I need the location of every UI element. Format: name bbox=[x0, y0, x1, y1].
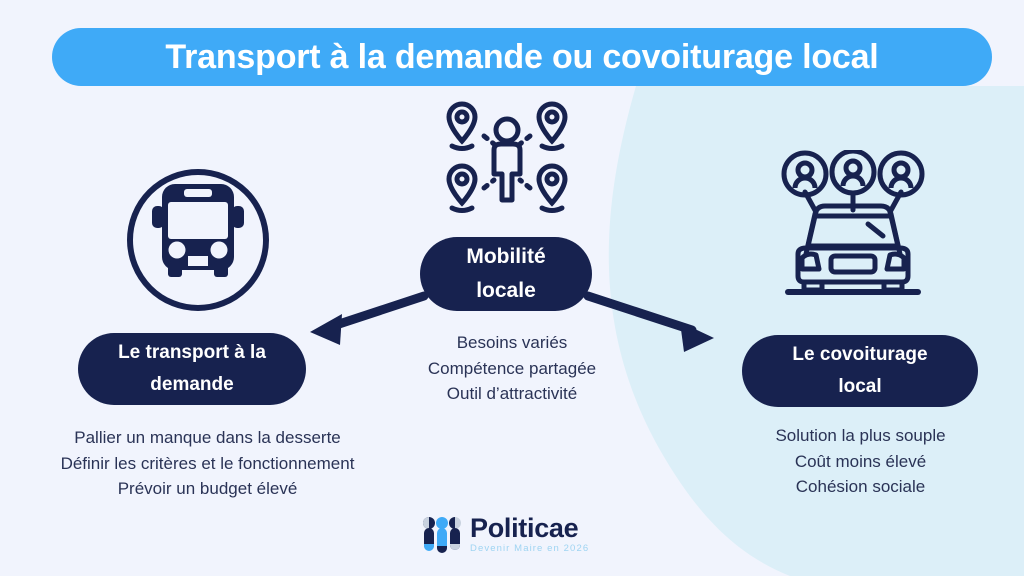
politicae-logo[interactable]: Politicae Devenir Maire en 2026 bbox=[420, 510, 610, 560]
left-pill-line1: Le transport à la bbox=[118, 342, 266, 363]
left-concept-pill[interactable]: Le transport à la demande bbox=[78, 333, 306, 405]
center-pill-label: Mobilité locale bbox=[454, 240, 557, 308]
logo-text-block: Politicae Devenir Maire en 2026 bbox=[470, 515, 589, 555]
list-item: Besoins variés bbox=[456, 333, 568, 352]
list-item: Outil d’attractivité bbox=[446, 384, 578, 403]
right-pill-line2: local bbox=[838, 376, 882, 397]
mobility-network-icon bbox=[432, 96, 582, 226]
list-item: Prévoir un budget élevé bbox=[117, 479, 298, 498]
right-pill-line1: Le covoiturage bbox=[792, 344, 928, 365]
left-pill-line2: demande bbox=[150, 374, 234, 395]
center-bullet-list: Besoins variés Compétence partagée Outil… bbox=[392, 330, 632, 407]
bus-circle-icon bbox=[118, 160, 278, 320]
right-bullet-list: Solution la plus souple Coût moins élevé… bbox=[718, 423, 1003, 500]
logo-name: Politicae bbox=[470, 513, 579, 543]
list-item: Solution la plus souple bbox=[775, 426, 946, 445]
left-pill-label: Le transport à la demande bbox=[106, 337, 278, 401]
center-pill-line2: locale bbox=[476, 279, 536, 302]
list-item: Pallier un manque dans la desserte bbox=[74, 428, 341, 447]
logo-people-icon bbox=[423, 517, 461, 553]
list-item: Définir les critères et le fonctionnemen… bbox=[60, 453, 355, 473]
list-item: Cohésion sociale bbox=[795, 477, 926, 496]
center-concept-pill[interactable]: Mobilité locale bbox=[420, 237, 592, 311]
center-pill-line1: Mobilité bbox=[466, 245, 546, 268]
right-concept-pill[interactable]: Le covoiturage local bbox=[742, 335, 978, 407]
logo-tagline: Devenir Maire en 2026 bbox=[470, 543, 590, 554]
right-pill-label: Le covoiturage local bbox=[780, 339, 939, 403]
left-bullet-list: Pallier un manque dans la desserte Défin… bbox=[35, 425, 380, 502]
list-item: Compétence partagée bbox=[427, 358, 597, 378]
list-item: Coût moins élevé bbox=[794, 451, 927, 471]
page-title: Transport à la demande ou covoiturage lo… bbox=[165, 37, 879, 76]
page-title-banner: Transport à la demande ou covoiturage lo… bbox=[52, 28, 992, 86]
carpool-car-icon bbox=[768, 148, 938, 300]
